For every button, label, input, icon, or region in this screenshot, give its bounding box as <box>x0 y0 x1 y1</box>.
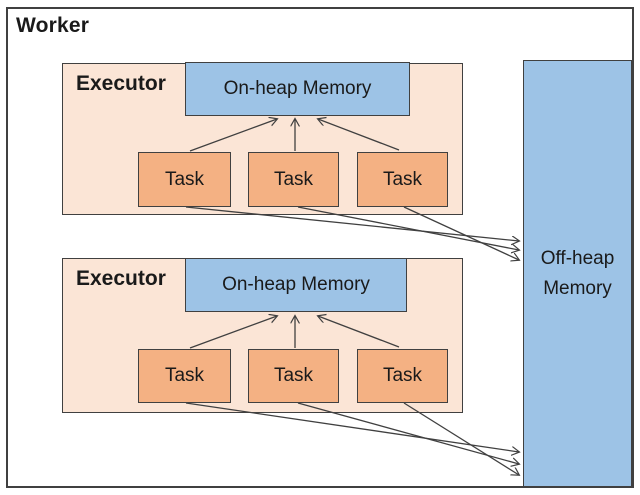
executor-1-task-3: Task <box>357 152 448 207</box>
offheap-memory-box: Off-heap Memory <box>523 60 632 487</box>
task-label: Task <box>273 365 314 386</box>
task-label: Task <box>273 168 314 190</box>
task-label: Task <box>164 365 205 386</box>
executor-2-task-3: Task <box>357 349 448 403</box>
executor-1-label: Executor <box>76 72 166 95</box>
task-label: Task <box>382 168 423 190</box>
task-label: Task <box>382 365 423 386</box>
executor-1-onheap-memory-label: On-heap Memory <box>223 78 372 99</box>
executor-2-task-1: Task <box>138 349 231 403</box>
executor-2-task-2: Task <box>248 349 339 403</box>
task-label: Task <box>164 168 205 190</box>
worker-label: Worker <box>16 14 90 37</box>
executor-2-label: Executor <box>76 267 166 290</box>
executor-2-onheap-memory-label: On-heap Memory <box>222 274 370 295</box>
executor-1-onheap-memory-box: On-heap Memory <box>185 62 410 116</box>
executor-1-task-2: Task <box>248 152 339 207</box>
executor-2-onheap-memory-box: On-heap Memory <box>185 258 407 312</box>
executor-1-task-1: Task <box>138 152 231 207</box>
offheap-memory-label: Off-heap Memory <box>540 248 615 299</box>
